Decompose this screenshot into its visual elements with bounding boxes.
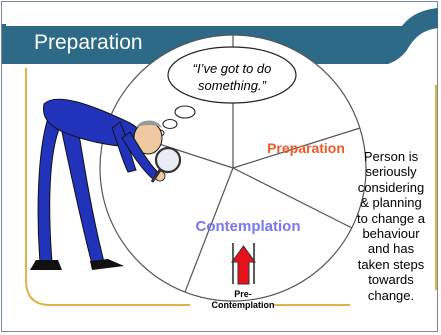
description-line: taken steps — [357, 256, 425, 272]
thought-bubble — [153, 46, 297, 137]
thought-line-1: “I’ve got to do — [193, 61, 272, 76]
description-line: Person is — [363, 149, 419, 164]
accent-line-left — [25, 68, 190, 306]
description-line: change. — [367, 287, 415, 303]
description-line: behaviour — [362, 226, 420, 242]
preparation-stage-label: Preparation — [267, 140, 345, 156]
pre-contemplation-label-line-2: Contemplation — [212, 300, 275, 310]
description-line: and has — [367, 241, 415, 257]
magnifying-glass-icon — [150, 146, 182, 183]
description-text: Person is seriously considering & planni… — [346, 149, 436, 303]
slide-title: Preparation — [34, 31, 143, 54]
slide-border — [1, 1, 438, 332]
description-line: & planning — [360, 195, 422, 211]
description-line: considering — [357, 179, 425, 195]
up-arrow-icon — [231, 243, 256, 285]
pre-contemplation-label-line-1: Pre- — [234, 289, 252, 299]
thinking-man-clipart — [30, 98, 166, 270]
thought-line-2: something.” — [198, 78, 267, 93]
description-line: towards — [368, 272, 414, 288]
contemplation-stage-label: Contemplation — [196, 218, 301, 235]
description-line: to change a — [357, 210, 425, 226]
description-line: seriously — [365, 164, 417, 180]
